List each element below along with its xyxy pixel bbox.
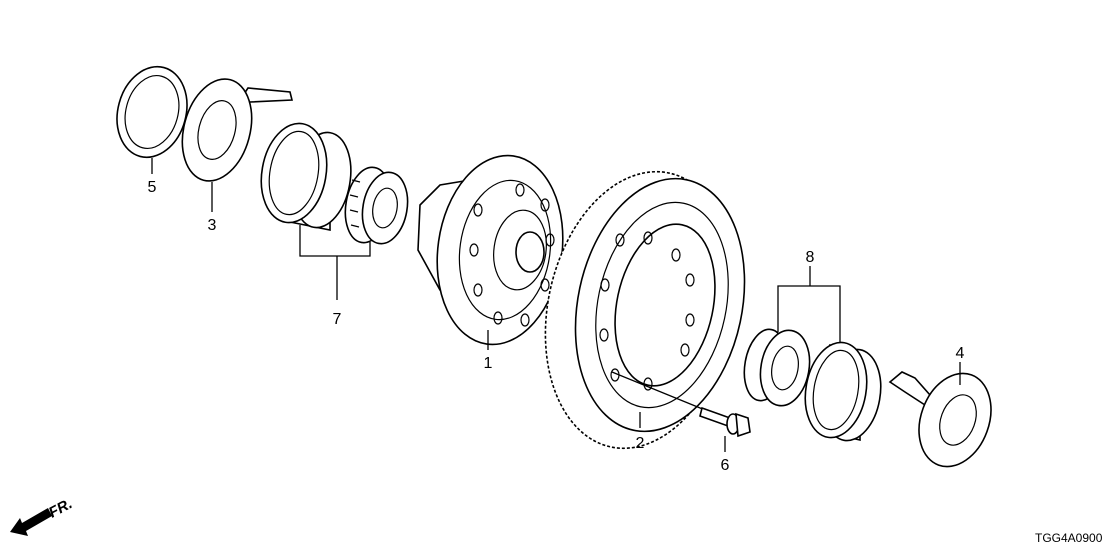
callout-7[interactable]: 7: [333, 311, 342, 328]
arrow-icon: [10, 508, 52, 536]
callout-1[interactable]: 1: [484, 355, 493, 372]
part-7-bearing[interactable]: [254, 118, 413, 247]
direction-label: FR.: [46, 495, 75, 521]
callout-4[interactable]: 4: [956, 345, 965, 362]
callout-8[interactable]: 8: [806, 249, 815, 266]
part-3-shim[interactable]: [172, 71, 294, 189]
part-2-ring-gear[interactable]: [521, 154, 767, 466]
front-direction-arrow: FR.: [10, 495, 75, 536]
callout-3[interactable]: 3: [208, 217, 217, 234]
callout-2[interactable]: 2: [636, 435, 645, 452]
bracket-7: [299, 225, 371, 257]
leader-6-axis: [611, 371, 706, 411]
part-4-shim[interactable]: [888, 363, 1003, 476]
diagram-code: TGG4A0900: [1035, 531, 1103, 545]
bracket-8: [777, 285, 841, 352]
part-6-bolt[interactable]: [699, 406, 751, 438]
callout-6[interactable]: 6: [721, 457, 730, 474]
callout-5[interactable]: 5: [148, 179, 157, 196]
part-8-bearing[interactable]: [739, 326, 888, 445]
